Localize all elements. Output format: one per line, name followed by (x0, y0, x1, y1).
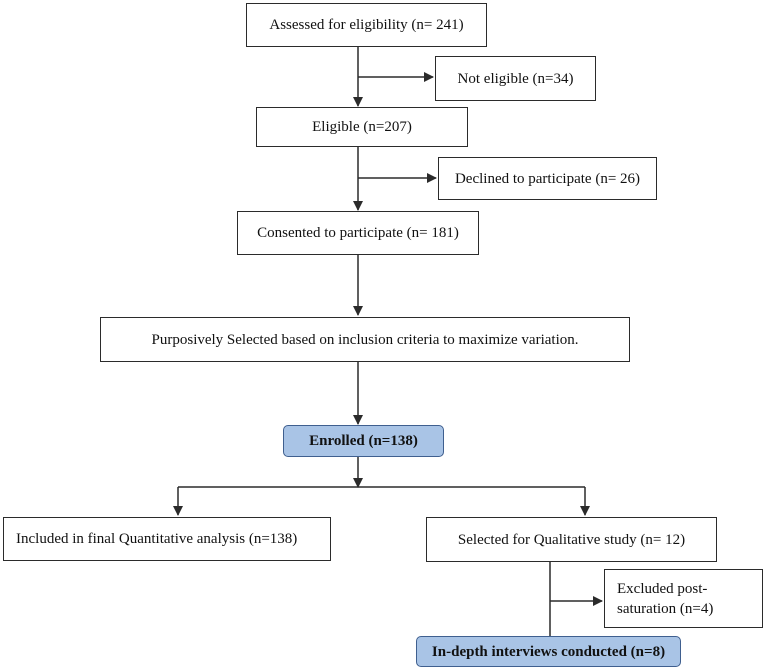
selected-box: Purposively Selected based on inclusion … (100, 317, 630, 362)
eligible-box: Eligible (n=207) (256, 107, 468, 147)
qualitative-box: Selected for Qualitative study (n= 12) (426, 517, 717, 562)
enrolled-box: Enrolled (n=138) (283, 425, 444, 457)
eligible-label: Eligible (n=207) (312, 119, 412, 135)
declined-box: Declined to participate (n= 26) (438, 157, 657, 200)
declined-label: Declined to participate (n= 26) (454, 170, 641, 187)
not-eligible-label: Not eligible (n=34) (457, 70, 574, 87)
qualitative-label: Selected for Qualitative study (n= 12) (457, 531, 686, 548)
excluded-box: Excluded post- saturation (n=4) (604, 569, 763, 628)
quantitative-box: Included in final Quantitative analysis … (3, 517, 331, 561)
assessed-box: Assessed for eligibility (n= 241) (246, 3, 487, 47)
excluded-label-line2: saturation (n=4) (617, 600, 714, 617)
interviews-box: In-depth interviews conducted (n=8) (416, 636, 681, 667)
selected-label: Purposively Selected based on inclusion … (151, 331, 579, 348)
consented-label: Consented to participate (n= 181) (257, 225, 459, 241)
excluded-label-line1: Excluded post- (617, 580, 708, 597)
consented-box: Consented to participate (n= 181) (237, 211, 479, 255)
not-eligible-box: Not eligible (n=34) (435, 56, 596, 101)
assessed-label: Assessed for eligibility (n= 241) (269, 17, 464, 33)
enrolled-label: Enrolled (n=138) (309, 433, 418, 449)
interviews-label: In-depth interviews conducted (n=8) (431, 643, 666, 660)
quantitative-label: Included in final Quantitative analysis … (16, 531, 298, 547)
